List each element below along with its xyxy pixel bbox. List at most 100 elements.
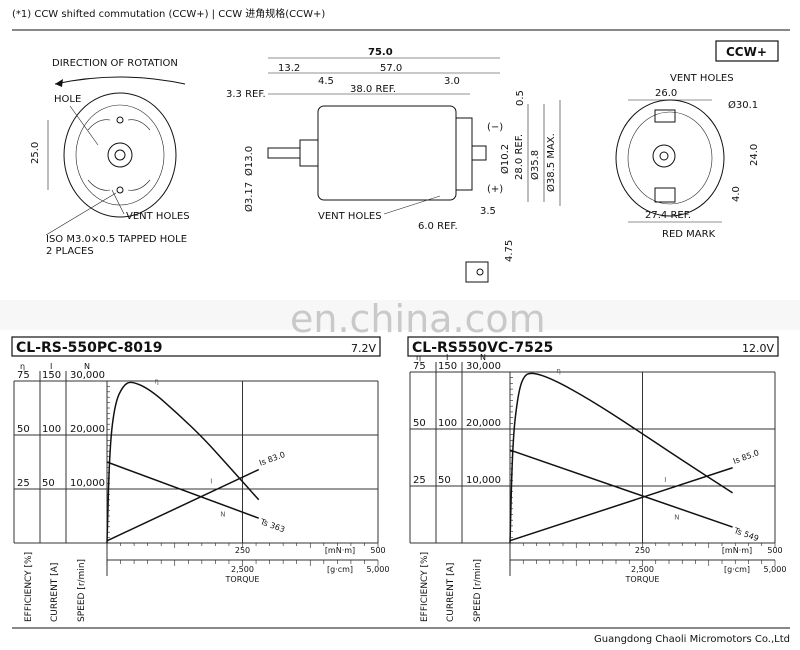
current-symbol: I — [50, 362, 52, 371]
dim-75: 75.0 — [368, 47, 393, 58]
current-tick: 150 — [438, 361, 457, 372]
dim-d13: Ø13.0 — [243, 146, 255, 176]
series-current-endpoint-label: Is 83.0 — [258, 450, 286, 468]
speed-tick: 30,000 — [466, 361, 501, 372]
x-tick-label-gcm: 2,500 — [631, 565, 654, 574]
x-tick-label-gcm: [g·cm] — [327, 565, 353, 574]
x-axis-label: TORQUE — [625, 575, 660, 584]
series-current-endpoint-label: Is 85.0 — [732, 448, 760, 466]
current-tick: 50 — [438, 475, 451, 486]
x-tick-label-gcm: 5,000 — [367, 565, 390, 574]
dim-24: 24.0 — [749, 144, 760, 166]
series-speed-line — [106, 461, 260, 519]
x-tick-label-mnm: [mN·m] — [722, 546, 752, 555]
efficiency-tick: 50 — [413, 418, 426, 429]
x-tick-label-gcm: [g·cm] — [724, 565, 750, 574]
dim-13-2: 13.2 — [278, 63, 300, 74]
chart-voltage: 12.0V — [742, 342, 774, 355]
dim-3-5: 3.5 — [480, 206, 496, 217]
speed-tick: 10,000 — [70, 478, 105, 489]
chart-title: CL-RS550VC-7525 — [412, 340, 553, 356]
chart-cl-rs-550pc-8019: CL-RS-550PC-8019 7.2V 75 150 30,000 50 100 20… — [11, 336, 390, 622]
bearing-boss — [107, 142, 133, 168]
current-symbol: I — [446, 353, 448, 362]
dim-4: 4.0 — [731, 186, 742, 202]
rear-outline — [615, 99, 725, 217]
axis-label-spd_label: SPEED [r/min] — [77, 559, 87, 622]
chart-cl-rs550vc-7525: CL-RS550VC-7525 12.0V 75 150 30,000 50 100 20… — [407, 336, 787, 622]
current-tick: 100 — [438, 418, 457, 429]
current-tick: 100 — [42, 424, 61, 435]
dim-57: 57.0 — [380, 63, 402, 74]
rotation-arrow-icon — [54, 76, 186, 85]
series-speed-line — [509, 449, 733, 528]
efficiency-tick: 75 — [413, 361, 426, 372]
dim-3: 3.0 — [444, 76, 460, 87]
rear-view-drawing: CCW+ VENT HOLES 26.0 Ø30.1 24.0 4.0 27.4… — [615, 40, 779, 240]
dim-d30-1: Ø30.1 — [728, 99, 758, 111]
axis-label-cur_label: CURRENT [A] — [50, 563, 60, 622]
direction-of-rotation-label: DIRECTION OF ROTATION — [52, 58, 178, 69]
dim-38-ref: 38.0 REF. — [350, 84, 396, 95]
axis-label-cur_label: CURRENT [A] — [446, 563, 456, 622]
efficiency-tick: 25 — [413, 475, 426, 486]
hole-label: HOLE — [54, 94, 81, 105]
efficiency-tick: 75 — [17, 370, 30, 381]
header-note: (*1) CCW shifted commutation (CCW+) | CC… — [12, 7, 325, 20]
x-tick-label-mnm: [mN·m] — [325, 546, 355, 555]
dim-d10-2: Ø10.2 — [499, 144, 511, 174]
terminal-detail — [465, 261, 489, 283]
speed-tick: 20,000 — [70, 424, 105, 435]
speed-tick: 30,000 — [70, 370, 105, 381]
x-tick-label-gcm: 2,500 — [231, 565, 254, 574]
dim-4-75: 4.75 — [504, 240, 515, 262]
terminal-minus: (−) — [487, 122, 503, 133]
x-tick-label-mnm: 250 — [635, 546, 650, 555]
x-tick-label-mnm: 250 — [235, 546, 250, 555]
series-current-line — [106, 468, 260, 542]
series-efficiency-line — [106, 381, 260, 544]
terminal-plus: (+) — [487, 184, 503, 195]
chart-title-box — [11, 336, 381, 357]
dim-3-3-ref: 3.3 REF. — [226, 89, 266, 100]
speed-tick: 10,000 — [466, 475, 501, 486]
dim-4-5: 4.5 — [318, 76, 334, 87]
dim-26: 26.0 — [655, 88, 677, 99]
x-axis-label: TORQUE — [225, 575, 260, 584]
efficiency-symbol: η — [20, 362, 25, 371]
efficiency-tick: 50 — [17, 424, 30, 435]
axis-label-eff_label: EFFICIENCY [%] — [420, 552, 430, 622]
dim-d38-5-max: Ø38.5 MAX. — [545, 133, 557, 192]
motor-face-outline — [63, 92, 177, 218]
series-speed-symbol: N — [220, 510, 225, 518]
chart-title: CL-RS-550PC-8019 — [16, 340, 163, 356]
axis-label-spd_label: SPEED [r/min] — [473, 559, 483, 622]
dim-0-5: 0.5 — [515, 90, 526, 106]
speed-symbol: N — [480, 353, 486, 362]
series-current-symbol: I — [210, 478, 212, 486]
chart-voltage: 7.2V — [351, 342, 376, 355]
motor-body — [317, 105, 457, 201]
x-tick-label-gcm: 5,000 — [764, 565, 787, 574]
efficiency-symbol: η — [416, 353, 421, 362]
arrow-head-icon — [55, 79, 63, 87]
watermark: en.china.com — [290, 297, 546, 341]
ccw-plus-badge-text: CCW+ — [726, 45, 767, 59]
series-speed-endpoint-label: Ts 363 — [258, 517, 286, 535]
dim-27-4-ref: 27.4 REF. — [645, 210, 691, 221]
side-vent-holes-label: VENT HOLES — [318, 211, 382, 222]
current-tick: 50 — [42, 478, 55, 489]
x-tick-label-mnm: 500 — [767, 546, 782, 555]
efficiency-tick: 25 — [17, 478, 30, 489]
side-view-drawing: 75.0 13.2 57.0 4.5 3.0 3.3 REF. 38.0 REF… — [226, 47, 561, 283]
x-tick-label-mnm: 500 — [370, 546, 385, 555]
speed-tick: 20,000 — [466, 418, 501, 429]
dim-d3-17: Ø3.17 — [243, 182, 255, 212]
current-tick: 150 — [42, 370, 61, 381]
series-current-symbol: I — [664, 476, 666, 484]
series-efficiency-symbol: η — [154, 378, 158, 386]
vent-holes-label: VENT HOLES — [126, 211, 190, 222]
company-name: Guangdong Chaoli Micromotors Co.,Ltd — [594, 634, 790, 645]
series-current-line — [509, 467, 733, 542]
